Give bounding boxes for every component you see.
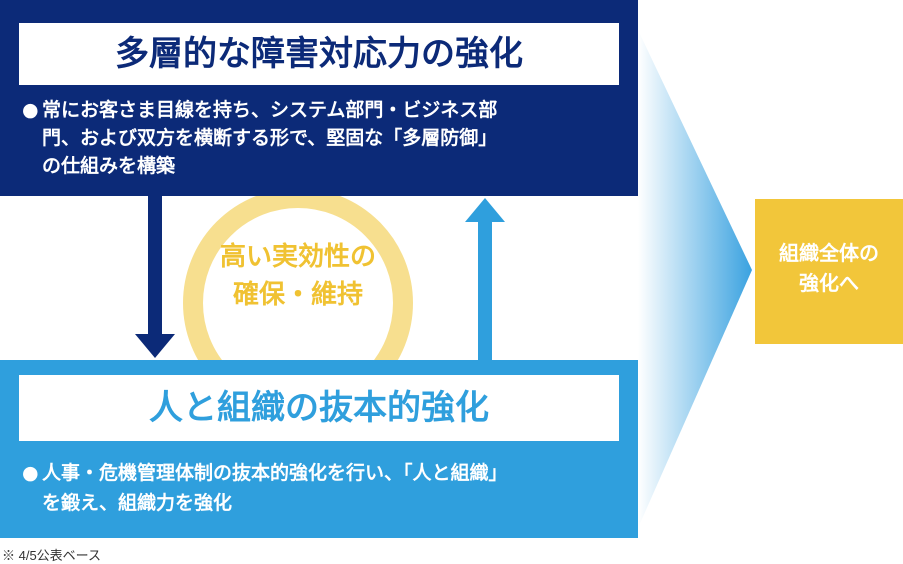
bottom-bullet-line2: を鍛え、組織力を強化 [42,492,233,514]
ring-label-line2: 確保・維持 [232,280,363,310]
down-arrow-icon [135,196,175,358]
bottom-bullet-line1: 人事・危機管理体制の抜本的強化を行い、「人と組織」 [42,462,508,484]
top-bullet-line1: 常にお客さま目線を持ち、システム部門・ビジネス部 [42,99,498,121]
up-arrow-icon [465,198,505,360]
bullet-dot: ● [22,99,39,121]
result-label-line2: 強化へ [799,271,859,295]
footnote: ※ 4/5公表ベース [2,548,102,563]
ring-label-line1: 高い実効性の [219,242,376,272]
result-label: 組織全体の 強化へ [755,238,903,298]
bullet-dot: ● [22,462,39,484]
top-panel-bullet: ● 常にお客さま目線を持ち、システム部門・ビジネス部 門、および双方を横断する形… [22,96,622,180]
top-bullet-line3: の仕組みを構築 [42,155,176,177]
top-panel-title: 多層的な障害対応力の強化 [19,23,619,85]
bottom-panel-bullet: ● 人事・危機管理体制の抜本的強化を行い、「人と組織」 を鍛え、組織力を強化 [22,458,622,518]
result-box [755,199,903,344]
ring-label: 高い実効性の 確保・維持 [200,238,396,314]
result-label-line1: 組織全体の [779,241,879,265]
top-bullet-line2: 門、および双方を横断する形で、堅固な「多層防御」 [42,127,498,149]
bottom-panel-title: 人と組織の抜本的強化 [19,375,619,441]
